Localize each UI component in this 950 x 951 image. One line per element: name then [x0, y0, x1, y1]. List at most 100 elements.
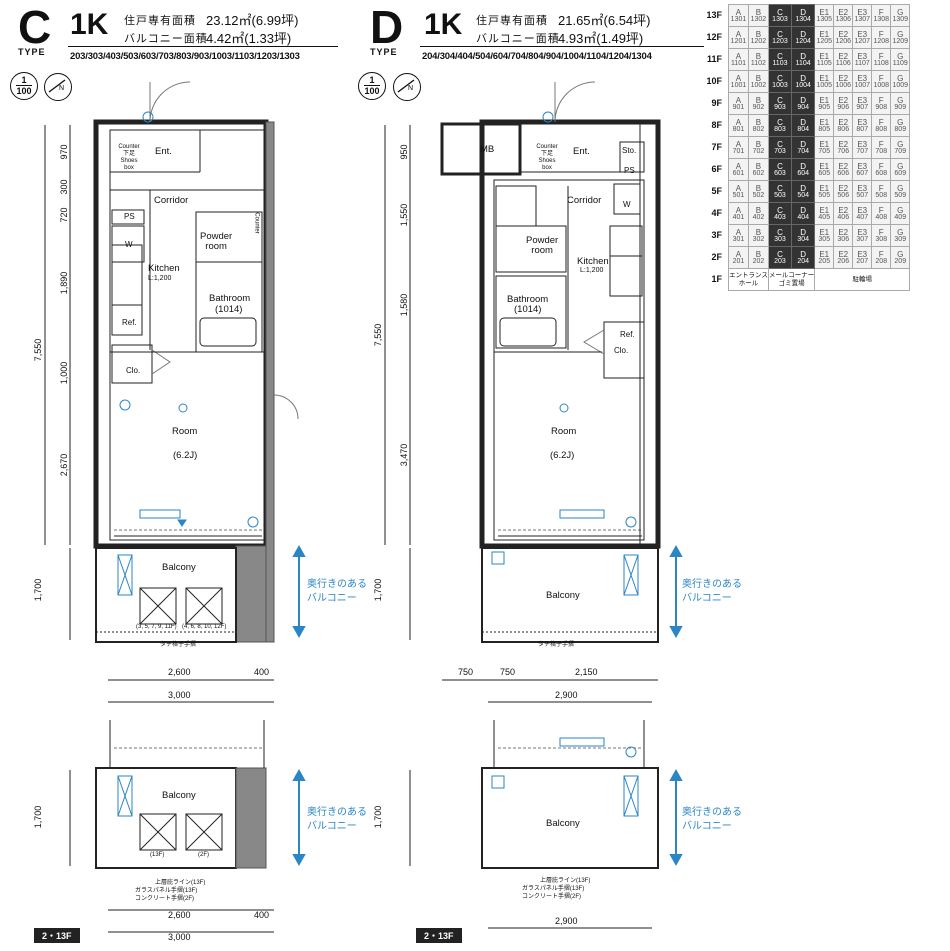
plan-c-letter: C	[18, 1, 52, 53]
d-ent-label: Ent.	[573, 146, 590, 157]
d-bathroom-sub: (1014)	[514, 304, 542, 315]
c-note-1: 上層庇ライン(13F)	[155, 880, 206, 886]
d-balcony-label-2: Balcony	[546, 818, 580, 829]
d-balcony-note-2: 奥行きのある バルコニー	[682, 807, 742, 832]
c-corridor-label: Corridor	[154, 195, 189, 206]
plan-c-balcony-label: バルコニー面積	[124, 33, 208, 45]
d-powder-label: Powder room	[526, 235, 559, 256]
plan-d-layout: 1K	[424, 8, 463, 41]
d-ps-label: PS	[624, 166, 635, 175]
d-note-1: 上層庇ライン(13F)	[540, 878, 591, 884]
floor-label: 2F	[711, 252, 722, 262]
c-dim-400: 400	[254, 667, 270, 677]
plan-c-drawing	[44, 81, 306, 933]
c-kitchen-sub: L:1,200	[148, 275, 172, 282]
plan-d-balcony-label: バルコニー面積	[476, 33, 560, 45]
c-bottom-a: (13F)	[150, 852, 165, 858]
floor-label: 10F	[706, 76, 722, 86]
svg-text:N: N	[59, 85, 64, 92]
floor-label: 12F	[706, 32, 722, 42]
plan-c-type-label: TYPE	[18, 47, 46, 57]
plan-d-north-icon: N	[393, 73, 421, 101]
d-dim-2900: 2,900	[555, 690, 578, 700]
plan-d-area-value: 21.65㎡(6.54坪)	[558, 13, 651, 28]
c-dim-2670: 2,670	[59, 453, 69, 477]
c-dim-2600-b: 2,600	[168, 910, 191, 920]
c-floor-tag: 2・13F	[34, 928, 80, 943]
d-dim-950: 950	[399, 144, 409, 160]
c-kitchen-label: Kitchen	[148, 263, 180, 274]
floor-label: 13F	[706, 10, 722, 20]
d-room-sub: (6.2J)	[550, 450, 575, 461]
plan-c-area-value: 23.12㎡(6.99坪)	[206, 13, 299, 28]
d-ref-label: Ref.	[620, 330, 635, 339]
c-balcony-note-2: 奥行きのある バルコニー	[307, 807, 367, 832]
c-bathroom-sub: (1014)	[215, 304, 243, 315]
c-powder-label: Powder room	[200, 231, 233, 252]
plan-c-room-numbers: 203/303/403/503/603/703/803/903/1003/110…	[70, 51, 300, 62]
c-ref-label: Ref.	[122, 318, 137, 327]
c-counter-shoes: Counter 下足 Shoes box	[118, 144, 140, 171]
d-corridor-label: Corridor	[567, 195, 602, 206]
plan-c-layout: 1K	[70, 8, 109, 41]
d-w-label: W	[623, 200, 631, 209]
ground-note: 駐輪場	[814, 268, 911, 291]
c-ent-label: Ent.	[155, 146, 172, 157]
c-clo-label: Clo.	[126, 366, 141, 375]
c-unit-b: (4, 6, 8, 10, 12F)	[182, 624, 227, 630]
c-balcony-label-2: Balcony	[162, 790, 196, 801]
plan-d-header-rule	[420, 46, 704, 47]
plan-c-area-label: 住戸専有面積	[124, 15, 196, 27]
d-room-label: Room	[551, 426, 577, 437]
d-floor-tag: 2・13F	[416, 928, 462, 943]
c-note-2: ガラスパネル手摺(13F)	[135, 888, 198, 894]
c-balcony-note: 奥行きのある バルコニー	[307, 579, 367, 604]
